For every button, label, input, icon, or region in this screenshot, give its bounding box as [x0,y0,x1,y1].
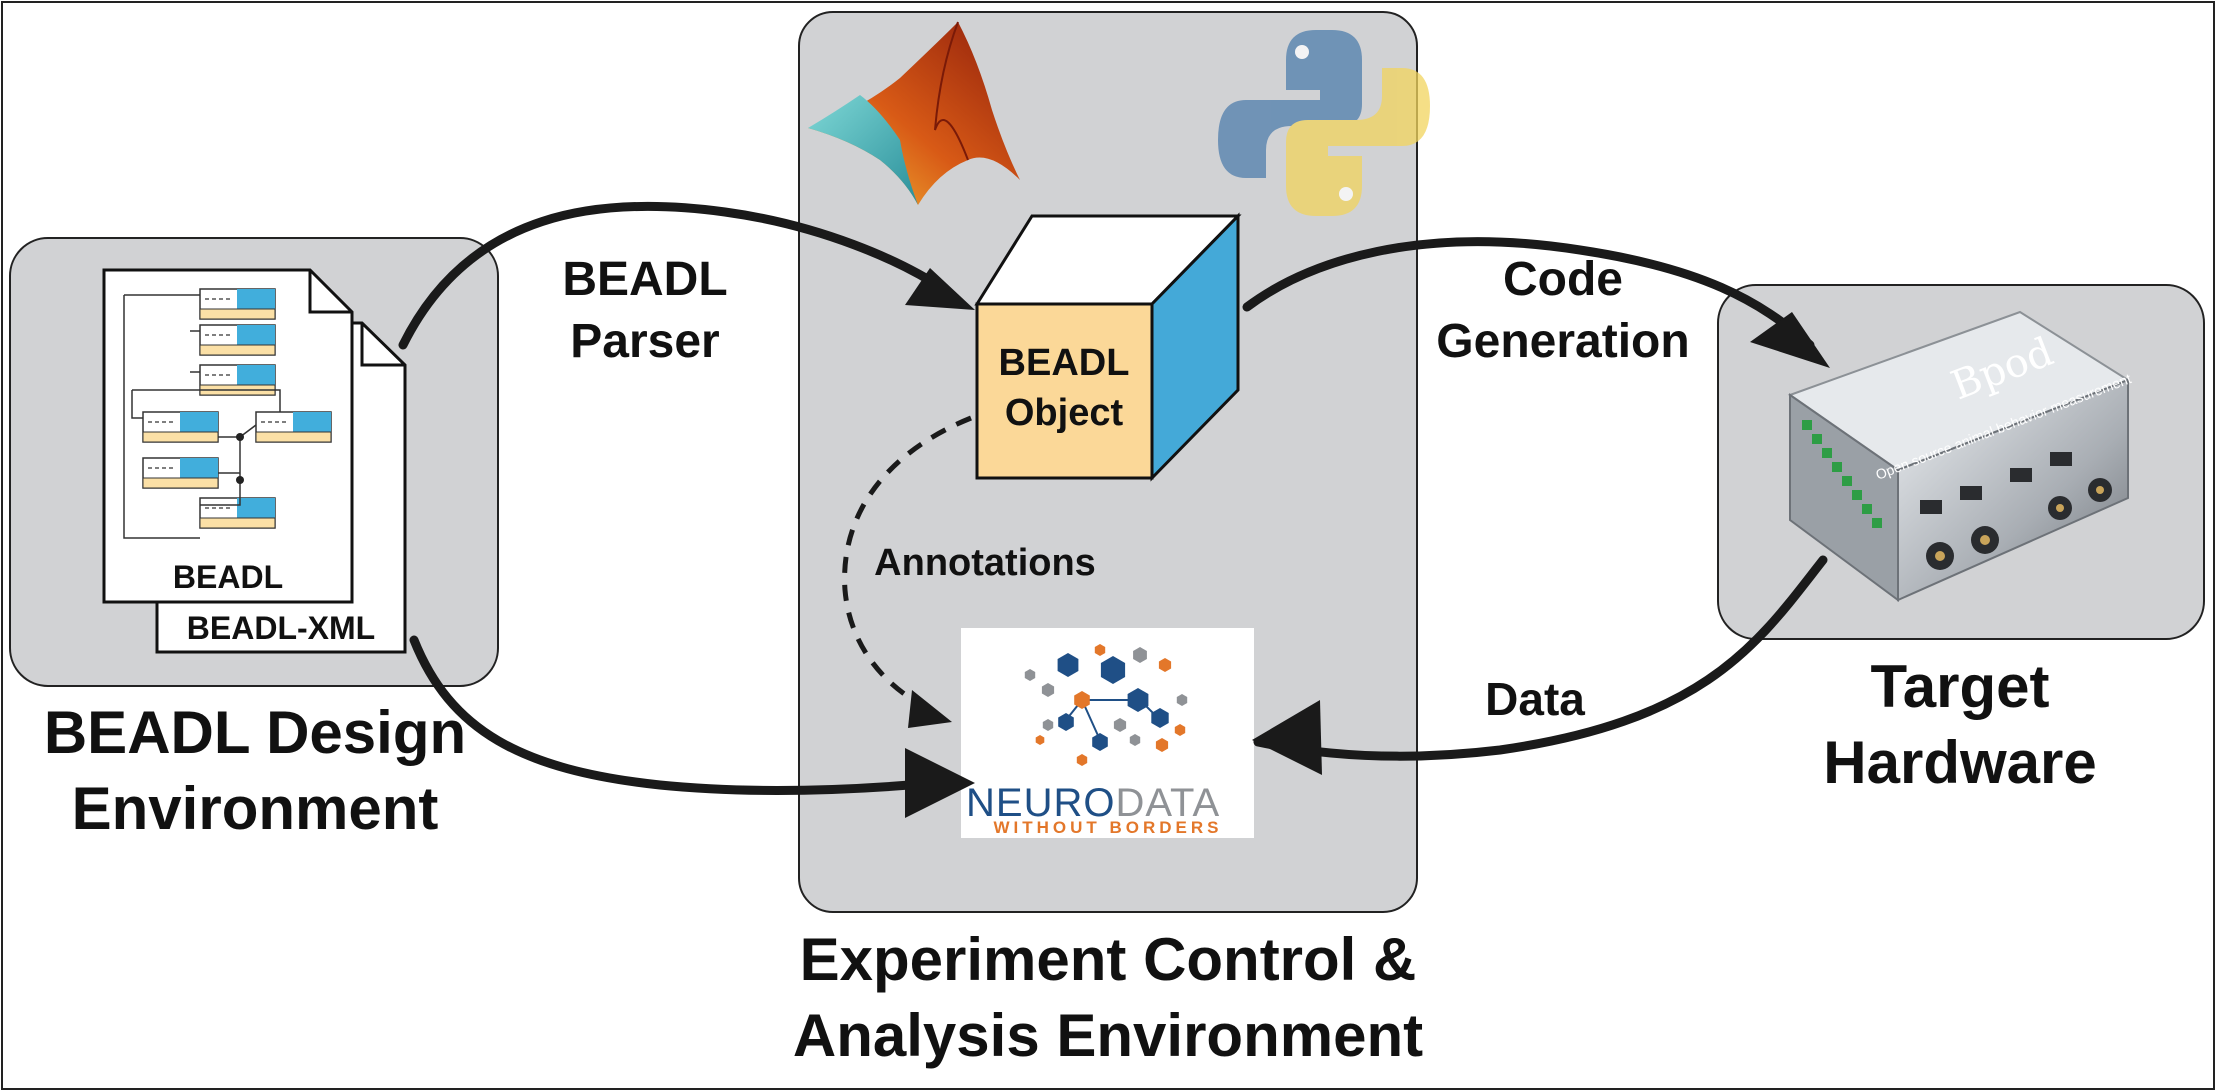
cube-label-line2: Object [1005,392,1124,434]
nwb-word-data: DATA [1115,781,1220,825]
nwb-hexagon-icon [1076,754,1088,766]
arrow-data [1253,555,1828,761]
arrow-design-to-nwb [409,635,950,796]
hardware-title-line2: Hardware [1823,729,2096,796]
nwb-hexagon-icon [1176,694,1188,706]
nwb-hexagon-icon [1024,669,1036,681]
nwb-hexagon-icon [1133,647,1147,663]
bpod-device-image: Bpod Open source animal behavior measure… [1787,310,2133,602]
state-box-icon [199,288,276,320]
control-title-line1: Experiment Control & [800,926,1417,993]
arrowhead-design-to-nwb [905,748,975,818]
beadl-object-cube: BEADL Object [974,212,1242,482]
label-codegen-line2: Generation [1436,315,1689,368]
beadl-document: BEADL [102,268,354,604]
nwb-hexagon-icon [1041,683,1055,697]
state-box-icon [142,457,219,489]
nwb-hexagon-icon [1127,688,1149,712]
control-title-line2: Analysis Environment [793,1002,1423,1069]
design-title-line1: BEADL Design [44,699,466,766]
cube-label-line1: BEADL [999,342,1130,384]
state-machine-diagram-icon [123,288,332,539]
arrowhead-code-generation [1750,312,1830,368]
state-box-icon [255,411,332,443]
neurodata-without-borders-logo: NEURODATA WITHOUT BORDERS [961,628,1254,838]
nwb-hexagon-icon [1092,733,1108,751]
state-box-icon [199,497,276,529]
matlab-logo-icon [808,21,1020,205]
state-box-icon [199,324,276,356]
nwb-hexagon-icon [1042,719,1054,731]
nwb-hexagon-icon [1158,658,1172,672]
nwb-word-neuro: NEURO [966,781,1115,825]
nwb-hexagon-icon [1155,738,1169,752]
nwb-wordmark: NEURODATA [966,781,1220,825]
nwb-hexagon-icon [1151,708,1169,728]
arrow-code-generation [1242,237,1815,350]
beadl-label: BEADL [173,559,283,595]
nwb-tagline: WITHOUT BORDERS [993,818,1222,837]
arrowhead-parser [905,268,975,310]
label-parser-line1: BEADL [562,253,727,306]
beadl-xml-label: BEADL-XML [187,610,375,646]
nwb-hexagon-icon [1129,734,1141,746]
label-parser-line2: Parser [570,315,719,368]
nwb-hexagon-icon [1035,735,1045,745]
nwb-hexagon-icon [1058,713,1074,731]
nwb-hexagon-icon [1174,724,1186,736]
nwb-hexagon-icon [1074,691,1090,709]
arrow-parser [398,201,950,350]
flow-arrows [398,201,1830,818]
nwb-hexagon-icon [1113,718,1127,732]
hardware-title-line1: Target [1871,653,2050,720]
state-box-icon [142,411,219,443]
nwb-hexagon-icon [1057,653,1079,677]
label-codegen-line1: Code [1503,253,1623,306]
nwb-hexagon-icon [1094,644,1106,656]
arrowhead-data [1252,700,1322,775]
label-annotations: Annotations [874,542,1096,584]
design-title-line2: Environment [72,775,439,842]
python-logo-icon [1218,30,1430,216]
label-data: Data [1485,673,1585,725]
nwb-hexagon-icon [1100,656,1126,684]
arrowhead-annotations [908,690,952,728]
